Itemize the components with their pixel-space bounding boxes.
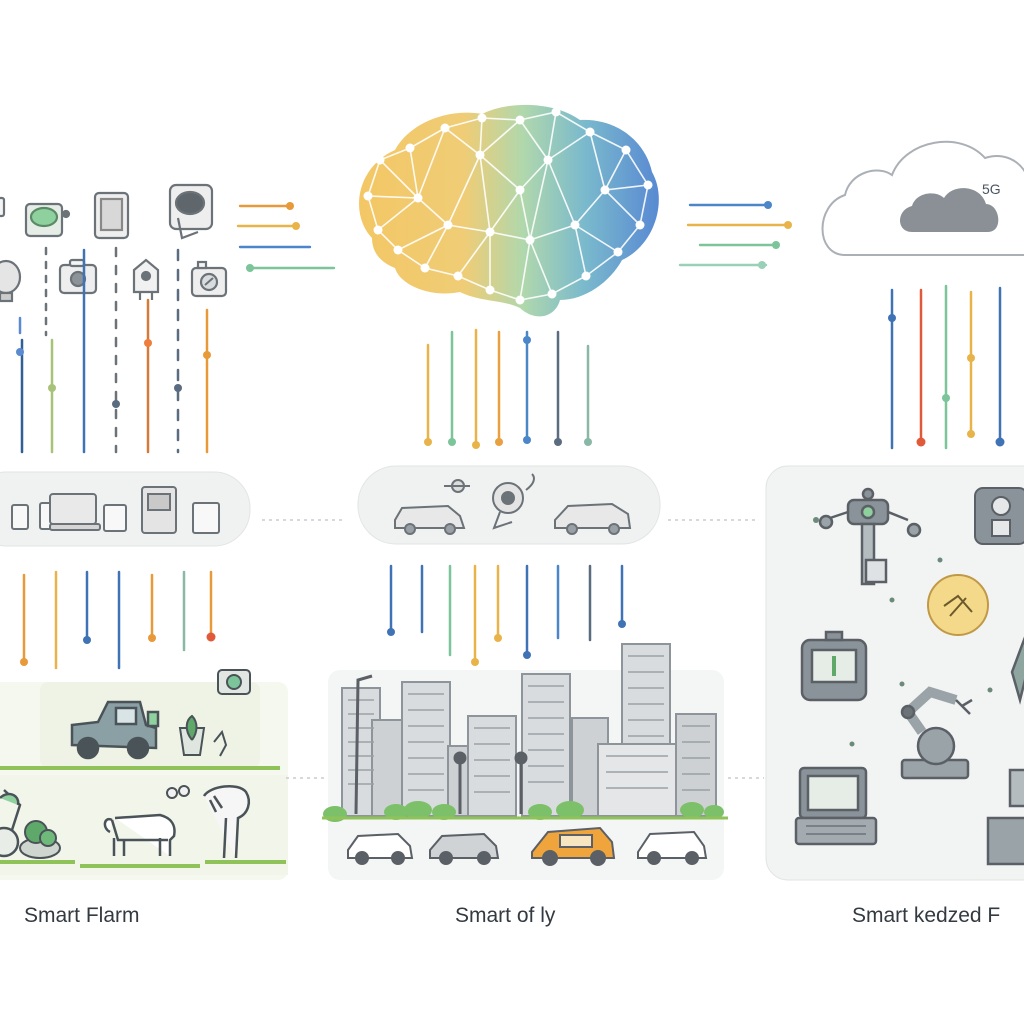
brain-network-nodes	[363, 107, 653, 305]
smart-city-scene	[322, 643, 728, 880]
computer-terminal-icon	[794, 766, 878, 846]
building	[675, 713, 717, 817]
building	[521, 673, 571, 817]
building	[401, 681, 451, 817]
device-icon	[11, 504, 29, 530]
sensor-icon	[0, 196, 6, 218]
5g-cloud	[821, 140, 1024, 256]
grey-car	[429, 832, 500, 865]
farm-sensor-devices	[0, 183, 228, 303]
green-sensor-icon	[24, 202, 71, 238]
inner-cloud	[900, 188, 999, 232]
robot-head-icon	[132, 258, 160, 300]
brain-shape	[359, 104, 659, 317]
bulb-sensor-icon	[0, 259, 22, 303]
device-icon	[192, 502, 220, 534]
lock-device-icon	[974, 487, 1024, 545]
factory-particles	[813, 517, 993, 747]
camera-icon	[58, 258, 98, 295]
farm-uplink-lines	[18, 246, 209, 454]
cloud-downlink-nodes	[888, 314, 1005, 447]
street-lamps	[354, 674, 528, 815]
farm-field-nodes	[20, 632, 216, 666]
industrial-robot-arm-icon	[900, 686, 973, 780]
caption-smart-factory: Smart kedzed F	[852, 904, 1001, 927]
farm-uplink-nodes	[16, 339, 211, 408]
tractor-icon	[70, 700, 160, 760]
building-windows	[348, 655, 710, 793]
farm-gateway-panel	[0, 471, 251, 547]
city-gateway-panel	[357, 465, 661, 545]
factory-arm-edge-icon	[986, 636, 1024, 866]
device-icon	[103, 504, 127, 532]
camera-head-icon	[168, 183, 214, 240]
building	[467, 715, 517, 817]
ai-downlink-nodes	[424, 336, 592, 449]
city-trees	[323, 801, 724, 822]
smart-factory-scene	[765, 465, 1024, 881]
car-icon	[394, 504, 466, 535]
farmer-figure-icon	[202, 784, 250, 859]
crop-pot-icon	[19, 820, 61, 859]
drone-icon	[444, 479, 470, 493]
building	[597, 743, 677, 817]
camera-drone-icon	[217, 669, 251, 695]
satellite-dish-icon	[492, 473, 535, 530]
city-skyline	[341, 643, 717, 817]
robot-arm-drone-icon	[818, 487, 922, 586]
white-car	[347, 832, 414, 865]
building	[371, 719, 403, 817]
5g-label: 5G	[982, 181, 1001, 197]
gauge-device-icon	[190, 260, 228, 298]
taxi-car	[531, 826, 616, 866]
plant-sensor-icon	[178, 714, 228, 757]
city-field-nodes	[387, 620, 626, 666]
ai-downlink-lines	[426, 328, 590, 447]
city-field-lines	[389, 564, 624, 664]
car-icon	[554, 502, 632, 535]
robot-farmer-icon	[0, 789, 22, 858]
smart-farm-scene	[0, 669, 288, 880]
ai-to-cloud-links	[678, 201, 792, 269]
cloud-downlink-lines	[890, 284, 1002, 450]
monitor-sensor-icon	[800, 630, 868, 702]
tag-icon	[166, 785, 190, 799]
white-car	[637, 830, 708, 865]
warning-badge-icon	[927, 574, 989, 636]
caption-smart-farm: Smart Flarm	[24, 904, 140, 927]
cow-icon	[103, 813, 176, 856]
caption-smart-city: Smart of ly	[455, 904, 556, 927]
tablet-icon	[93, 191, 130, 240]
devices-to-ai-links	[236, 202, 336, 272]
farm-field-lines	[22, 570, 213, 670]
ai-brain-network	[359, 104, 659, 317]
laptop-icon	[49, 493, 97, 525]
